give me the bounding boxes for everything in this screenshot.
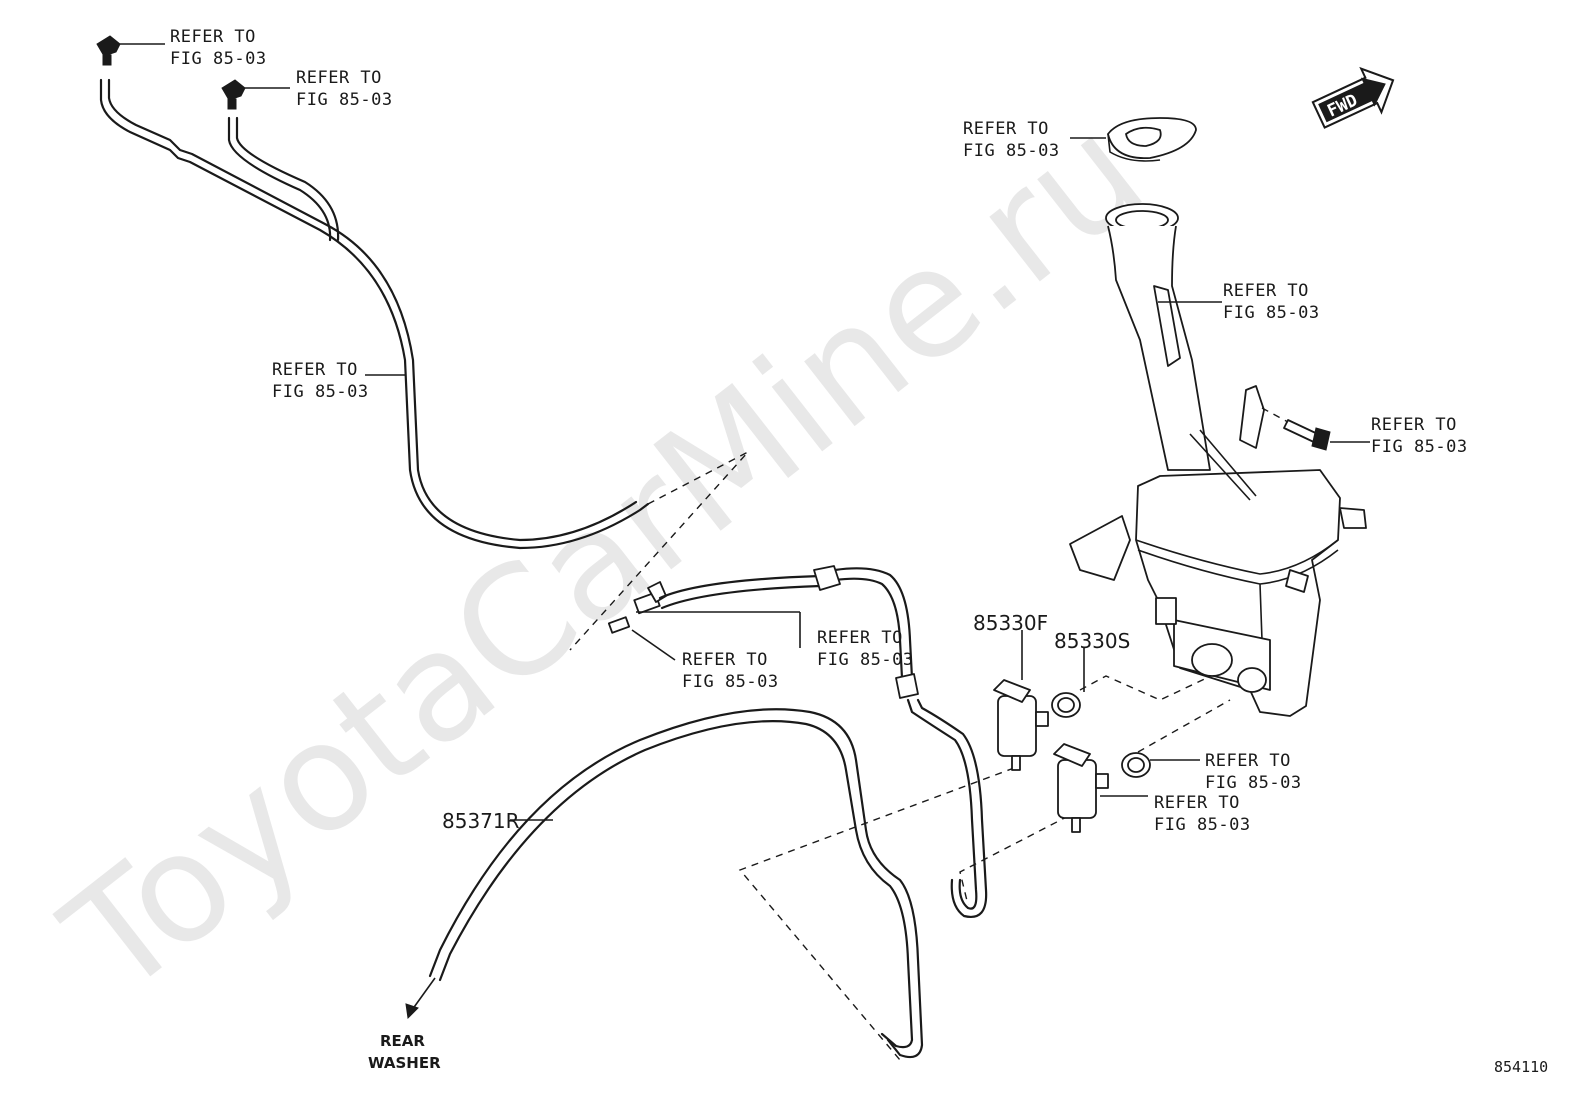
washer-pump-front-icon — [993, 679, 1049, 771]
rear-washer-label-line2: WASHER — [368, 1054, 441, 1072]
washer-pump-rear-icon — [1053, 743, 1109, 833]
washer-hose-85371R — [428, 708, 924, 1059]
rear-washer-label-line1: REAR — [380, 1032, 425, 1050]
part-number-85330F: 85330F — [973, 611, 1048, 635]
refer-label-9: REFER TO FIG 85-03 — [1205, 751, 1302, 793]
refer-label-7: REFER TO FIG 85-03 — [682, 650, 779, 692]
svg-text:FIG 85-03: FIG 85-03 — [1205, 773, 1302, 793]
svg-text:REFER TO: REFER TO — [1205, 751, 1291, 771]
washer-reservoir-icon — [1069, 203, 1367, 717]
nozzle-1-icon — [96, 35, 165, 66]
svg-text:REFER TO: REFER TO — [1223, 281, 1309, 301]
svg-text:FIG 85-03: FIG 85-03 — [963, 141, 1060, 161]
svg-text:REFER TO: REFER TO — [296, 68, 382, 88]
washer-hose-upper — [99, 78, 650, 550]
part-number-85371R: 85371R — [442, 809, 520, 833]
refer-label-4: REFER TO FIG 85-03 — [963, 119, 1060, 161]
svg-text:FIG 85-03: FIG 85-03 — [170, 49, 267, 69]
reservoir-cap-icon — [1107, 117, 1197, 162]
svg-text:REFER TO: REFER TO — [682, 650, 768, 670]
svg-text:REFER TO: REFER TO — [817, 628, 903, 648]
svg-text:FIG 85-03: FIG 85-03 — [296, 90, 393, 110]
refer-label-1: REFER TO FIG 85-03 — [170, 27, 267, 69]
svg-text:FIG 85-03: FIG 85-03 — [272, 382, 369, 402]
refer-label-8: REFER TO FIG 85-03 — [817, 628, 914, 670]
bolt-icon — [1283, 419, 1331, 451]
hose-clip-icon — [813, 565, 841, 591]
part-number-85330S: 85330S — [1054, 629, 1130, 653]
refer-label-6: REFER TO FIG 85-03 — [1371, 415, 1468, 457]
diagram-id: 854110 — [1494, 1058, 1548, 1076]
svg-text:FIG 85-03: FIG 85-03 — [1371, 437, 1468, 457]
fwd-arrow-icon: FWD — [1311, 66, 1395, 129]
svg-text:REFER TO: REFER TO — [170, 27, 256, 47]
svg-text:FIG 85-03: FIG 85-03 — [817, 650, 914, 670]
grommet-icon — [1051, 692, 1151, 778]
svg-text:REFER TO: REFER TO — [272, 360, 358, 380]
svg-text:REFER TO: REFER TO — [1371, 415, 1457, 435]
refer-label-2: REFER TO FIG 85-03 — [296, 68, 393, 110]
refer-label-3: REFER TO FIG 85-03 — [272, 360, 369, 402]
refer-label-10: REFER TO FIG 85-03 — [1154, 793, 1251, 835]
svg-text:REFER TO: REFER TO — [963, 119, 1049, 139]
svg-text:REFER TO: REFER TO — [1154, 793, 1240, 813]
nozzle-2-icon — [221, 79, 290, 110]
watermark: ToyotaCarMine.ru — [34, 84, 1175, 1028]
svg-text:FIG 85-03: FIG 85-03 — [1223, 303, 1320, 323]
svg-text:FIG 85-03: FIG 85-03 — [1154, 815, 1251, 835]
refer-label-5: REFER TO FIG 85-03 — [1223, 281, 1320, 323]
svg-text:FIG 85-03: FIG 85-03 — [682, 672, 779, 692]
